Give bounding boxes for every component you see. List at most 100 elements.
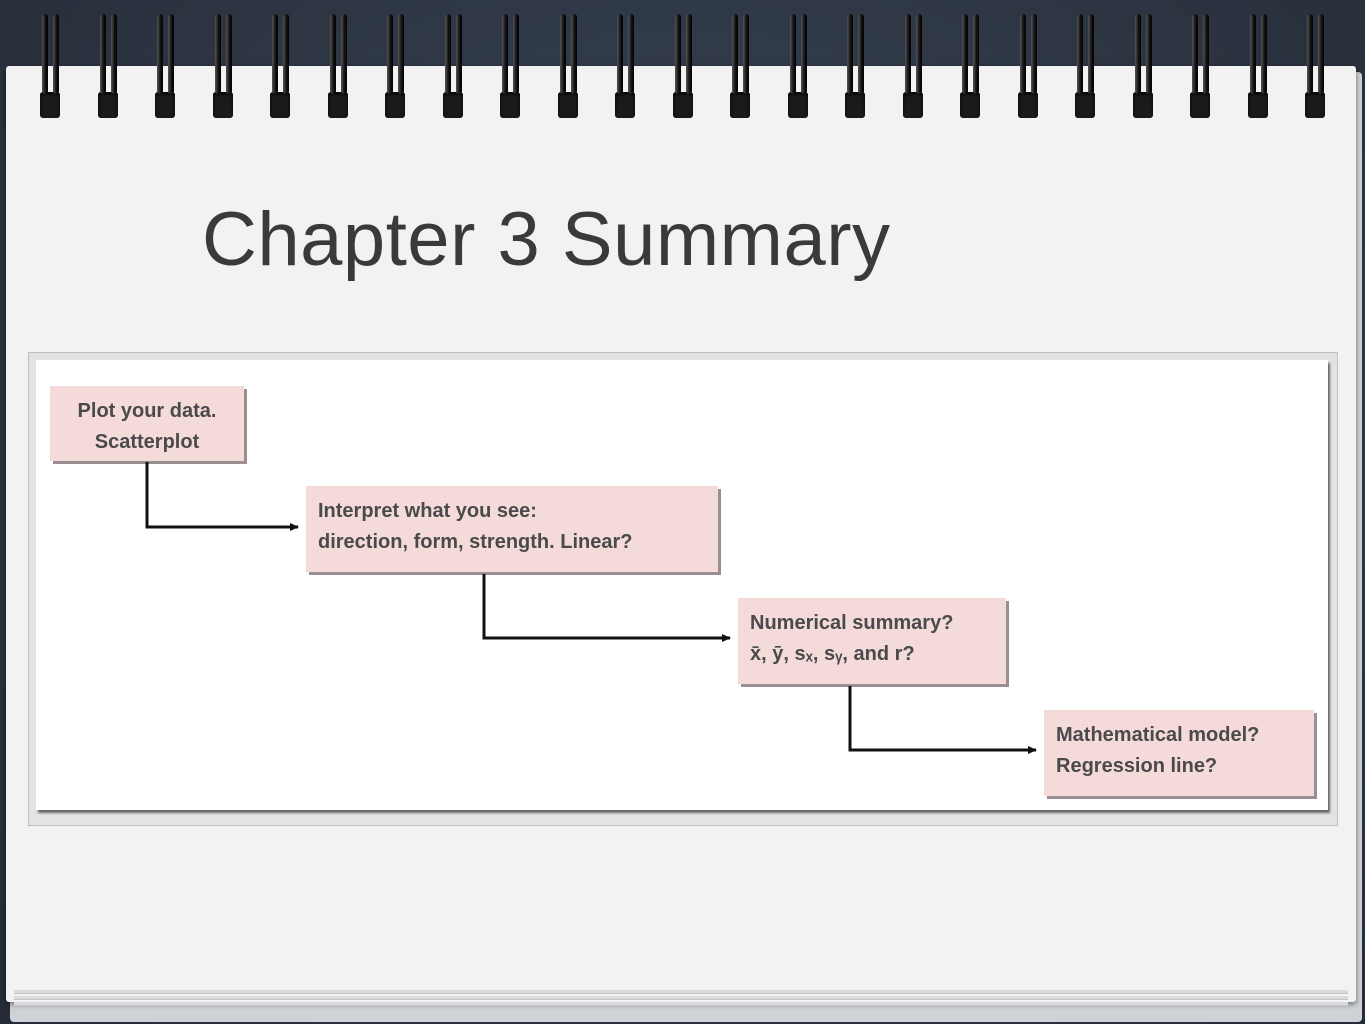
step-box-mathematical-model: Mathematical model? Regression line? — [1044, 710, 1314, 796]
step-2-line-2: direction, form, strength. Linear? — [318, 531, 633, 553]
binding-hole — [672, 92, 693, 118]
ring-wire — [559, 14, 566, 94]
ring-wire — [617, 14, 623, 94]
ring-wire — [1088, 14, 1094, 94]
step-box-plot-data: Plot your data. Scatterplot — [50, 386, 244, 461]
step-3-line-2: x̄, ȳ, sₓ, sᵧ, and r? — [750, 643, 915, 665]
binding-hole — [327, 92, 348, 118]
step-4-line-1: Mathematical model? — [1056, 724, 1260, 746]
binding-ring — [672, 14, 695, 120]
binding-hole — [1132, 92, 1153, 118]
ring-wire — [387, 14, 393, 94]
binding-ring — [40, 14, 62, 120]
step-2-line-1: Interpret what you see: — [318, 500, 537, 522]
step-1-line-2: Scatterplot — [94, 431, 200, 453]
step-box-interpret: Interpret what you see: direction, form,… — [306, 486, 718, 572]
binding-hole — [787, 92, 808, 118]
page-edge-1 — [14, 990, 1348, 994]
ring-wire — [329, 14, 336, 94]
binding-ring — [1190, 14, 1212, 120]
ring-wire — [674, 14, 681, 94]
page-edge-2 — [14, 996, 1348, 1000]
ring-wire — [225, 14, 232, 94]
ring-wire — [1249, 14, 1256, 94]
binding-hole — [97, 92, 118, 118]
binding-ring — [500, 14, 522, 120]
ring-wire — [1145, 14, 1152, 94]
binding-ring — [1247, 14, 1270, 120]
binding-ring — [845, 14, 867, 120]
binding-hole — [615, 92, 635, 118]
ring-wire — [800, 14, 807, 94]
ring-wire — [283, 14, 289, 94]
binding-ring — [1132, 14, 1155, 120]
slide-title: Chapter 3 Summary — [202, 197, 891, 282]
binding-ring — [1075, 14, 1097, 120]
ring-wire — [1260, 14, 1267, 94]
ring-wire — [214, 14, 221, 94]
binding-hole — [212, 92, 233, 118]
spiral-binding — [0, 0, 1365, 130]
ring-wire — [502, 14, 508, 94]
binding-hole — [1190, 92, 1210, 118]
ring-wire — [847, 14, 853, 94]
ring-wire — [1077, 14, 1083, 94]
ring-wire — [340, 14, 347, 94]
ring-wire — [455, 14, 462, 94]
binding-ring — [730, 14, 752, 120]
ring-wire — [1134, 14, 1141, 94]
binding-hole — [270, 92, 290, 118]
ring-wire — [444, 14, 451, 94]
binding-ring — [960, 14, 982, 120]
ring-wire — [685, 14, 692, 94]
binding-ring — [327, 14, 350, 120]
ring-wire — [110, 14, 117, 94]
ring-wire — [732, 14, 738, 94]
ring-wire — [628, 14, 634, 94]
binding-ring — [902, 14, 925, 120]
binding-hole — [385, 92, 405, 118]
step-4-line-2: Regression line? — [1056, 755, 1218, 777]
ring-wire — [915, 14, 922, 94]
ring-wire — [53, 14, 59, 94]
binding-ring — [1305, 14, 1327, 120]
ring-wire — [1019, 14, 1026, 94]
binding-ring — [442, 14, 465, 120]
step-box-numerical-summary: Numerical summary? x̄, ȳ, sₓ, sᵧ, and r? — [738, 598, 1006, 684]
ring-wire — [570, 14, 577, 94]
binding-ring — [270, 14, 292, 120]
binding-hole — [1075, 92, 1095, 118]
binding-hole — [1247, 92, 1268, 118]
ring-wire — [99, 14, 106, 94]
binding-ring — [155, 14, 177, 120]
binding-ring — [615, 14, 637, 120]
step-3-line-1: Numerical summary? — [750, 612, 954, 634]
ring-wire — [962, 14, 968, 94]
ring-wire — [973, 14, 979, 94]
binding-ring — [787, 14, 810, 120]
ring-wire — [743, 14, 749, 94]
page-edge-3 — [14, 1002, 1348, 1006]
binding-hole — [902, 92, 923, 118]
step-1-line-1: Plot your data. — [77, 400, 217, 422]
ring-wire — [168, 14, 174, 94]
binding-hole — [1017, 92, 1038, 118]
binding-hole — [40, 92, 60, 118]
ring-wire — [1192, 14, 1198, 94]
ring-wire — [157, 14, 163, 94]
binding-hole — [442, 92, 463, 118]
ring-wire — [1307, 14, 1313, 94]
ring-wire — [858, 14, 864, 94]
ring-wire — [42, 14, 48, 94]
binding-hole — [1305, 92, 1325, 118]
binding-hole — [960, 92, 980, 118]
binding-ring — [212, 14, 235, 120]
ring-wire — [398, 14, 404, 94]
binding-ring — [1017, 14, 1040, 120]
binding-hole — [155, 92, 175, 118]
ring-wire — [789, 14, 796, 94]
binding-hole — [845, 92, 865, 118]
binding-ring — [97, 14, 120, 120]
ring-wire — [904, 14, 911, 94]
